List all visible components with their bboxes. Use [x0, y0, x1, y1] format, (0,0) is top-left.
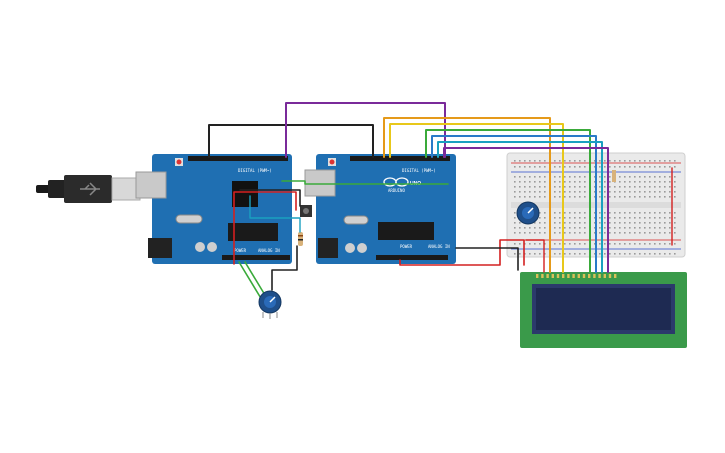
wire-purple-top[interactable] [285, 102, 446, 158]
resistor-icon [612, 170, 616, 182]
lcd-pin-header[interactable] [536, 274, 617, 278]
wire-black-top[interactable] [208, 124, 374, 158]
wire-red-power[interactable] [399, 239, 525, 266]
wire-blue[interactable] [431, 135, 597, 273]
power-label: POWER [400, 244, 413, 249]
usb-port [135, 171, 167, 199]
usb-cable[interactable] [36, 175, 141, 203]
brand-text: ARDUINO [388, 188, 405, 193]
lcd-screen [536, 288, 671, 330]
wire-black-pot[interactable] [271, 245, 298, 291]
crystal [175, 214, 203, 224]
resistor-icon [298, 232, 303, 246]
power-analog-header[interactable] [376, 255, 448, 260]
arduino-board-left[interactable]: DIGITAL (PWM~) POWER ANALOG IN [135, 154, 292, 264]
wire-red-button[interactable] [233, 191, 297, 265]
wire-green[interactable] [425, 129, 591, 273]
lcd-16x2-icon[interactable] [520, 272, 687, 348]
capacitor [345, 243, 355, 253]
capacitor [357, 243, 367, 253]
wire-green-link[interactable] [281, 180, 449, 185]
power-jack [148, 238, 172, 258]
crystal [343, 215, 369, 225]
wires [208, 102, 673, 301]
pushbutton-icon[interactable] [300, 205, 312, 217]
wire-orange[interactable] [383, 117, 551, 273]
atmega-chip [228, 223, 278, 241]
wire-red-lcd[interactable] [525, 239, 545, 273]
analog-label: ANALOG IN [258, 248, 280, 253]
wire-teal[interactable] [437, 141, 603, 273]
digital-header[interactable] [350, 156, 450, 161]
digital-header[interactable] [188, 156, 288, 161]
wire-purple-lcd[interactable] [443, 147, 609, 273]
power-label: POWER [234, 248, 247, 253]
digital-label: DIGITAL (PWM~) [238, 168, 272, 173]
wire-teal-resistor[interactable] [249, 195, 301, 233]
digital-label: DIGITAL (PWM~) [402, 168, 436, 173]
atmega-chip [378, 222, 434, 240]
capacitor [195, 242, 205, 252]
wire-black-button[interactable] [239, 189, 301, 207]
usb-chip [232, 181, 258, 207]
power-jack [318, 238, 338, 258]
analog-label: ANALOG IN [428, 244, 450, 249]
usb-connector-icon [80, 182, 100, 196]
capacitor [207, 242, 217, 252]
arduino-board-right[interactable]: DIGITAL (PWM~) UNO ARDUINO POWER ANALOG … [304, 154, 456, 264]
potentiometer-icon[interactable] [516, 201, 540, 225]
arduino-logo-icon [383, 177, 409, 187]
usb-port [304, 169, 336, 197]
power-analog-header[interactable] [222, 255, 290, 260]
potentiometer-icon[interactable] [258, 290, 282, 319]
wire-black-gnd[interactable] [455, 247, 519, 271]
wire-yellow[interactable] [389, 123, 564, 273]
wire-green-pot[interactable] [238, 261, 263, 301]
